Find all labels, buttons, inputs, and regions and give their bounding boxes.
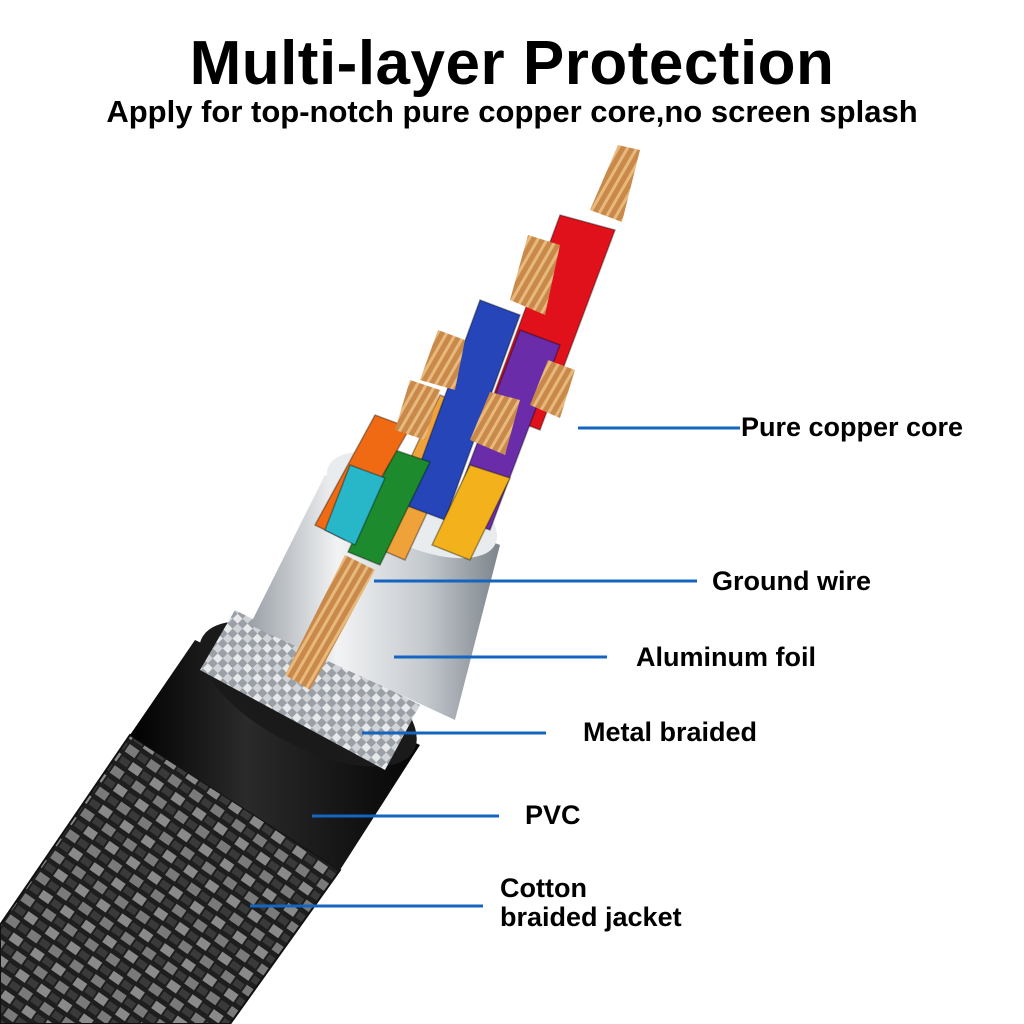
copper-core-strands xyxy=(395,145,640,455)
label-cotton-line2: braided jacket xyxy=(500,902,682,932)
page-title: Multi-layer Protection xyxy=(189,29,835,98)
label-pure-copper-core: Pure copper core xyxy=(741,412,964,442)
cyan-wire xyxy=(324,464,387,547)
label-cotton-line1: Cotton xyxy=(500,873,587,903)
label-aluminum-foil: Aluminum foil xyxy=(636,642,816,672)
ground-wire xyxy=(285,555,375,690)
inner-wires-group xyxy=(313,214,616,566)
label-ground-wire: Ground wire xyxy=(712,566,872,596)
yellow-wire xyxy=(430,464,512,561)
label-pvc: PVC xyxy=(525,800,581,830)
leader-lines xyxy=(250,426,740,908)
label-metal-braided: Metal braided xyxy=(583,717,758,747)
page-subtitle: Apply for top-notch pure copper core,no … xyxy=(106,94,918,129)
